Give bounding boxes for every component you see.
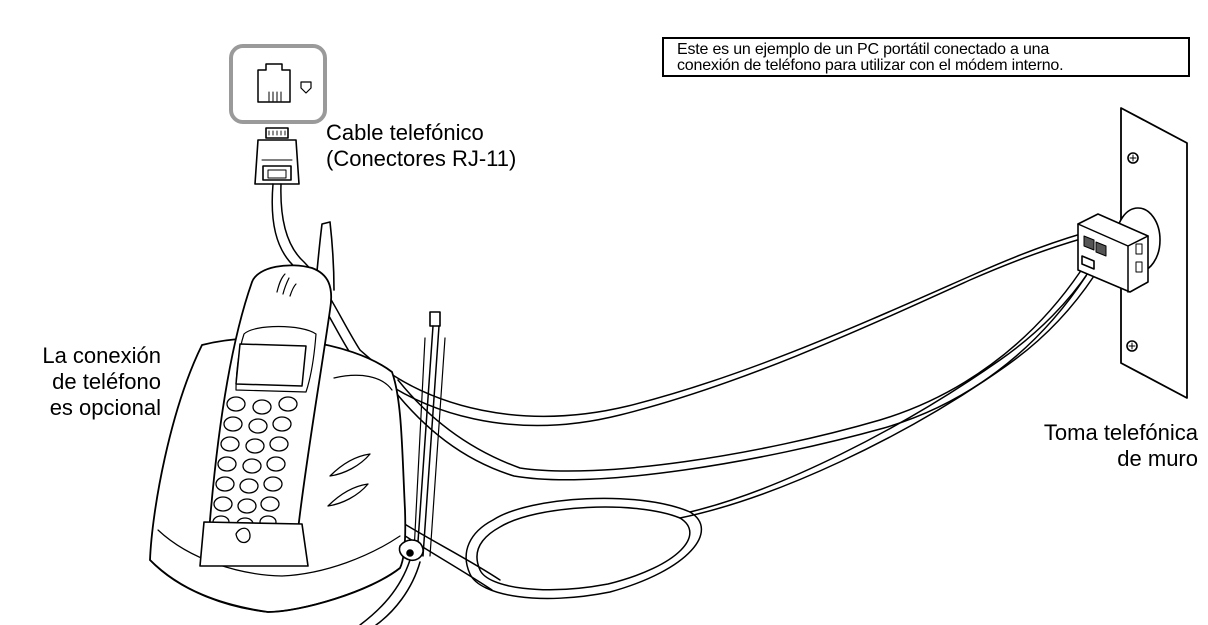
wall-jack-label: Toma telefónica de muro [960, 420, 1198, 472]
wall-label-line-1: Toma telefónica [1043, 420, 1198, 445]
cable-label-line-1: Cable telefónico [326, 120, 484, 145]
phone-jack-port-icon [229, 44, 327, 124]
optional-label-line-3: es opcional [49, 395, 161, 420]
phone-cables [271, 183, 1095, 625]
wall-jack [1077, 107, 1188, 399]
wall-label-line-2: de muro [1117, 446, 1198, 471]
note-line-2: conexión de teléfono para utilizar con e… [677, 57, 1064, 74]
optional-label-line-1: La conexión [42, 343, 161, 368]
cable-label-line-2: (Conectores RJ-11) [326, 146, 517, 171]
note-line-1: Este es un ejemplo de un PC portátil con… [677, 41, 1050, 58]
optional-label-line-2: de teléfono [52, 369, 161, 394]
cable-label: Cable telefónico (Conectores RJ-11) [326, 120, 516, 172]
phone-handset [199, 221, 335, 567]
rj11-plug [254, 127, 300, 185]
optional-connection-label: La conexión de teléfono es opcional [0, 343, 161, 421]
description-note: Este es un ejemplo de un PC portátil con… [662, 37, 1190, 77]
